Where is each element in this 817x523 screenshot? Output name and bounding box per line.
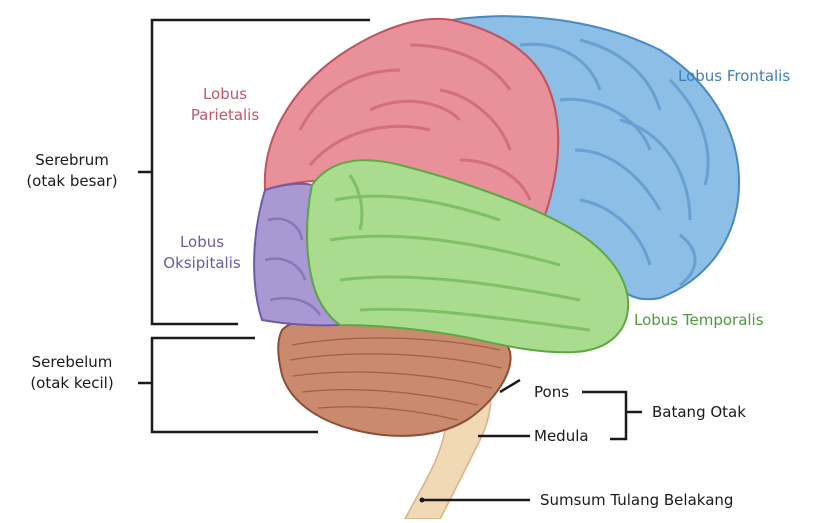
pons-label: Pons bbox=[534, 382, 569, 403]
sumsum-label: Sumsum Tulang Belakang bbox=[540, 490, 733, 511]
lobus-parietalis-line1: Lobus bbox=[175, 84, 275, 105]
batang-otak-label: Batang Otak bbox=[652, 402, 746, 423]
serebrum-label: Serebrum (otak besar) bbox=[8, 150, 136, 192]
medula-label: Medula bbox=[534, 426, 589, 447]
lobus-parietalis-label: Lobus Parietalis bbox=[175, 84, 275, 126]
serebrum-label-line1: Serebrum bbox=[8, 150, 136, 171]
lobus-oksipitalis-line1: Lobus bbox=[154, 232, 250, 253]
serebelum-label: Serebelum (otak kecil) bbox=[8, 352, 136, 394]
batang-otak-bracket bbox=[582, 392, 626, 439]
lobus-frontalis-label: Lobus Frontalis bbox=[678, 66, 790, 87]
serebelum-label-line1: Serebelum bbox=[8, 352, 136, 373]
serebrum-label-line2: (otak besar) bbox=[8, 171, 136, 192]
lobus-parietalis-line2: Parietalis bbox=[175, 105, 275, 126]
lobus-oksipitalis-line2: Oksipitalis bbox=[154, 253, 250, 274]
lobus-temporalis-label: Lobus Temporalis bbox=[634, 310, 764, 331]
lobus-oksipitalis-label: Lobus Oksipitalis bbox=[154, 232, 250, 274]
sumsum-dot bbox=[420, 498, 425, 503]
serebelum-label-line2: (otak kecil) bbox=[8, 373, 136, 394]
